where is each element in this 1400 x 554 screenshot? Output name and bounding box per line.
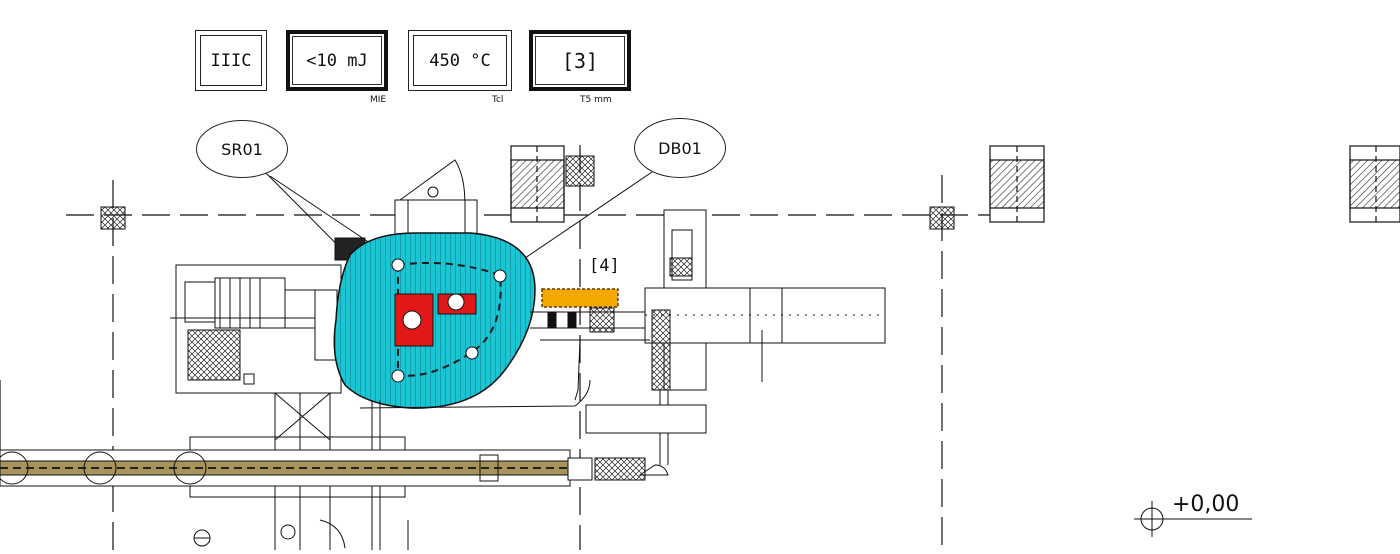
gas-group-value: IIIC bbox=[210, 50, 252, 71]
motor-unit bbox=[170, 237, 366, 394]
hatch-door bbox=[394, 159, 478, 241]
right-conveyor bbox=[359, 209, 886, 476]
layer-caption: T5 mm bbox=[580, 95, 612, 105]
zone-orange bbox=[541, 288, 619, 308]
callout-db01: DB01 bbox=[634, 118, 726, 178]
main-conveyor bbox=[0, 449, 646, 487]
callout-sr01-label: SR01 bbox=[221, 139, 263, 159]
mie-box: <10 mJ bbox=[286, 30, 388, 91]
mie-caption: MIE bbox=[370, 95, 387, 105]
mie-value: <10 mJ bbox=[306, 50, 368, 71]
wall-columns bbox=[510, 145, 1400, 223]
zone-cyan bbox=[333, 232, 536, 409]
callout-sr01: SR01 bbox=[196, 120, 288, 178]
zone-marker-label: [4] bbox=[589, 256, 620, 276]
tcl-box: 450 °C bbox=[408, 30, 512, 91]
callout-db01-label: DB01 bbox=[658, 138, 702, 158]
hazard-sources bbox=[394, 293, 477, 347]
tcl-value: 450 °C bbox=[429, 50, 491, 71]
layer-value: [3] bbox=[561, 48, 599, 73]
level-marker-label: +0,00 bbox=[1172, 492, 1240, 517]
layer-box: [3] bbox=[529, 30, 631, 91]
level-symbol bbox=[1134, 501, 1252, 537]
tcl-caption: Tcl bbox=[492, 95, 504, 105]
column-markers bbox=[100, 155, 955, 230]
gas-group-box: IIIC bbox=[195, 30, 267, 91]
